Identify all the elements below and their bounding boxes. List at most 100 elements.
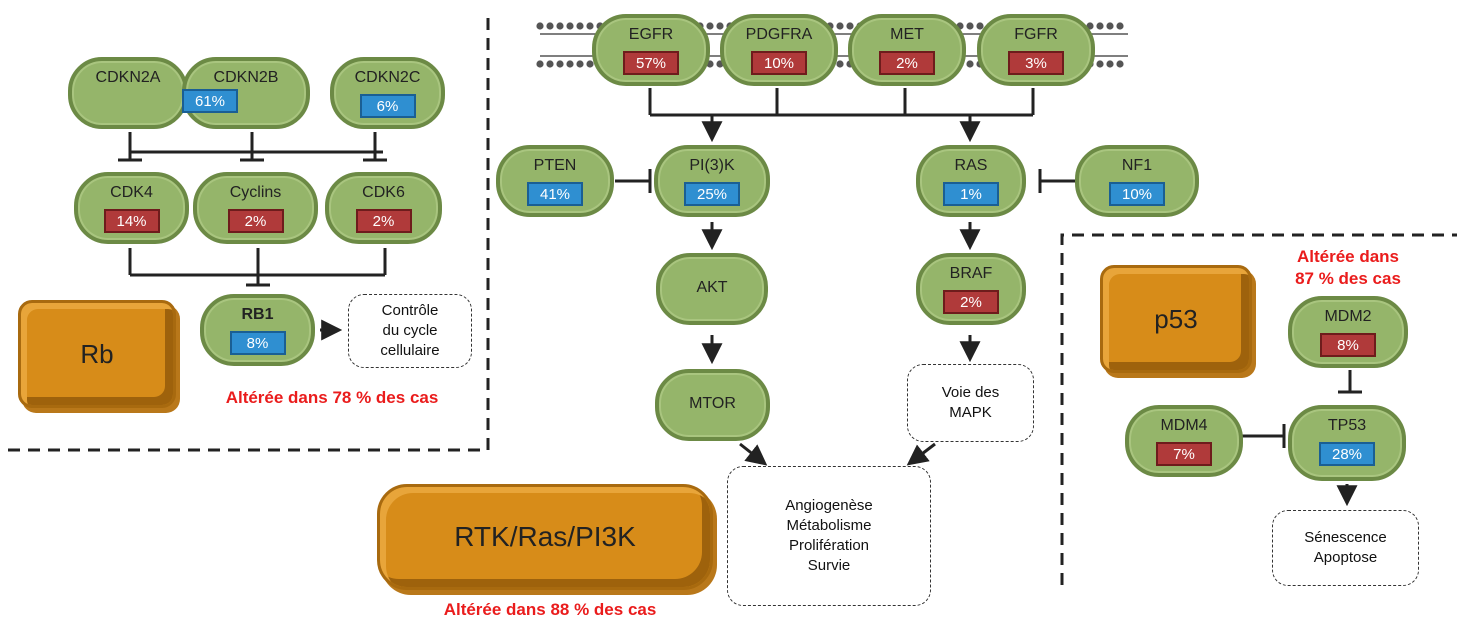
node-cdk4: CDK4 14%: [74, 172, 189, 244]
node-egfr: EGFR 57%: [592, 14, 710, 86]
alteration-badge: 57%: [623, 51, 679, 75]
lipid-head: [1096, 22, 1104, 30]
lipid-head: [1106, 22, 1114, 30]
lipid-head: [846, 22, 854, 30]
node-pi3k: PI(3)K 25%: [654, 145, 770, 217]
outcome-line: du cycle: [382, 322, 438, 339]
lipid-head: [536, 22, 544, 30]
alteration-badge: 7%: [1156, 442, 1212, 466]
lipid-head: [566, 60, 574, 68]
node-label: MTOR: [689, 395, 736, 412]
node-pdgfra: PDGFRA 10%: [720, 14, 838, 86]
outcome-line: Sénescence: [1304, 529, 1387, 546]
alteration-badge: 2%: [879, 51, 935, 75]
lipid-head: [976, 22, 984, 30]
pathway-caption-rtk: Altérée dans 88 % des cas: [443, 600, 657, 619]
outcome-line: Angiogenèse: [785, 497, 873, 514]
alteration-badge: 25%: [684, 182, 740, 206]
outcome-line: Survie: [807, 557, 851, 574]
alteration-badge: 3%: [1008, 51, 1064, 75]
node-label: CDKN2A: [95, 69, 161, 86]
alteration-badge: 14%: [103, 209, 160, 233]
node-label: AKT: [696, 279, 728, 296]
lipid-head: [1106, 60, 1114, 68]
lipid-head: [546, 22, 554, 30]
node-label: PTEN: [533, 157, 577, 174]
lipid-head: [836, 22, 844, 30]
pathway-label-rtk: RTK/Ras/PI3K: [377, 484, 713, 590]
node-label: FGFR: [1014, 26, 1058, 43]
node-label: PDGFRA: [745, 26, 813, 43]
outcome-line: cellulaire: [380, 342, 440, 359]
node-label: Cyclins: [229, 184, 282, 201]
node-label: MDM2: [1324, 308, 1372, 325]
pathway-caption-p53: Altérée dans 87 % des cas: [1268, 246, 1428, 290]
outcome-line: Prolifération: [788, 537, 870, 554]
node-ras: RAS 1%: [916, 145, 1026, 217]
outcome-line: Voie des: [941, 384, 1000, 401]
lipid-head: [1116, 60, 1124, 68]
alteration-badge: 41%: [527, 182, 583, 206]
node-tp53: TP53 28%: [1288, 405, 1406, 481]
lipid-head: [576, 60, 584, 68]
alteration-badge: 10%: [1109, 182, 1165, 206]
node-label: RAS: [954, 157, 988, 174]
node-rb1: RB1 8%: [200, 294, 315, 366]
alteration-badge: 8%: [1320, 333, 1376, 357]
node-mdm4: MDM4 7%: [1125, 405, 1243, 477]
node-mtor: MTOR: [655, 369, 770, 441]
node-nf1: NF1 10%: [1075, 145, 1199, 217]
pathway-name: p53: [1154, 303, 1198, 334]
p53-section-divider: [1060, 233, 1457, 585]
alteration-badge: 2%: [227, 209, 284, 233]
node-label: RB1: [241, 306, 274, 323]
lipid-head: [1116, 22, 1124, 30]
alteration-badge: 2%: [943, 290, 999, 314]
cdkn2-shared-alteration-badge: 61%: [182, 89, 238, 113]
alteration-badge: 8%: [229, 331, 286, 355]
caption-line: Altérée dans: [1296, 247, 1400, 266]
node-braf: BRAF 2%: [916, 253, 1026, 325]
lipid-head: [556, 22, 564, 30]
pathway-caption-rb: Altérée dans 78 % des cas: [225, 388, 439, 407]
node-label: MET: [890, 26, 924, 43]
outcome-line: Contrôle: [381, 302, 439, 319]
alteration-badge: 28%: [1319, 442, 1375, 466]
outcome-mapk: Voie des MAPK: [907, 364, 1034, 442]
outcome-line: MAPK: [949, 404, 992, 421]
lipid-head: [586, 60, 594, 68]
outcome-line: Apoptose: [1313, 549, 1378, 566]
node-akt: AKT: [656, 253, 768, 325]
lipid-head: [716, 22, 724, 30]
node-label: CDK4: [110, 184, 153, 201]
lipid-head: [966, 22, 974, 30]
node-fgfr: FGFR 3%: [977, 14, 1095, 86]
node-mdm2: MDM2 8%: [1288, 296, 1408, 368]
node-label: CDKN2B: [213, 69, 279, 86]
outcome-cellular-effects: Angiogenèse Métabolisme Prolifération Su…: [727, 466, 931, 606]
lipid-head: [566, 22, 574, 30]
node-label: PI(3)K: [689, 157, 735, 174]
node-cdkn2c: CDKN2C 6%: [330, 57, 445, 129]
node-label: BRAF: [949, 265, 993, 282]
lipid-head: [836, 60, 844, 68]
node-label: CDK6: [362, 184, 405, 201]
pathway-name: RTK/Ras/PI3K: [454, 521, 636, 552]
lipid-head: [576, 22, 584, 30]
node-label: EGFR: [628, 26, 674, 43]
node-label: TP53: [1327, 417, 1367, 434]
node-label: MDM4: [1160, 417, 1208, 434]
pathway-label-p53: p53: [1100, 265, 1252, 373]
pathway-name: Rb: [80, 338, 114, 369]
pathway-label-rb: Rb: [18, 300, 176, 408]
node-cdkn2a: CDKN2A: [68, 57, 188, 129]
node-cdk6: CDK6 2%: [325, 172, 442, 244]
lipid-head: [1096, 60, 1104, 68]
lipid-head: [536, 60, 544, 68]
node-label: CDKN2C: [354, 69, 421, 86]
alteration-badge: 1%: [943, 182, 999, 206]
alteration-badge: 6%: [359, 94, 416, 118]
lipid-head: [556, 60, 564, 68]
outcome-line: Métabolisme: [786, 517, 872, 534]
caption-line: 87 % des cas: [1295, 269, 1401, 288]
